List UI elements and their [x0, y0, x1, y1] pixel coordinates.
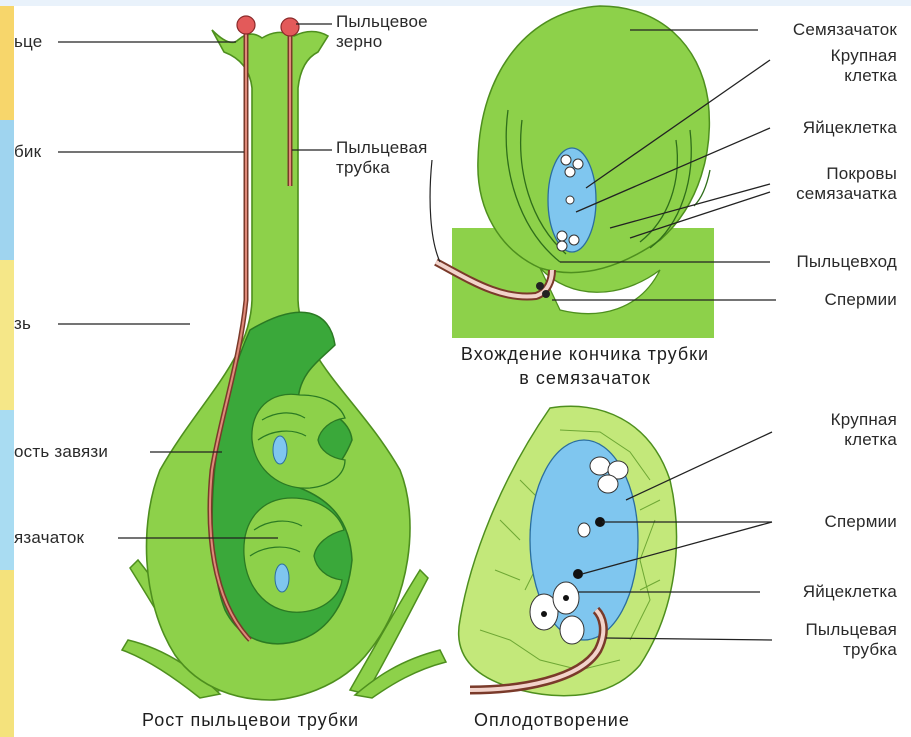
- label-micropyle: Пыльцевход: [796, 252, 897, 272]
- label-egg-cell-top: Яйцеклетка: [803, 118, 897, 138]
- label-large-cell-bottom: Крупная клетка: [831, 410, 897, 450]
- label-stigma-partial: ьце: [14, 32, 42, 52]
- embryo-sac-lower: [275, 564, 289, 592]
- label-pollen-tube: Пыльцевая трубка: [336, 138, 428, 178]
- label-sperm-bottom: Спермии: [825, 512, 897, 532]
- pistil-figure: [58, 16, 446, 700]
- caption-tube-entry: Вхождение кончика трубки в семязачаток: [420, 342, 750, 390]
- label-ovary-partial: зь: [14, 314, 31, 334]
- caption-pollen-tube-growth: Рост пыльцевои трубки: [142, 710, 359, 730]
- embryo-sac-upper: [273, 436, 287, 464]
- label-pollen-grain: Пыльцевое зерно: [336, 12, 428, 52]
- label-ovule-partial: язачаток: [14, 528, 84, 548]
- label-ovule: Семязачаток: [793, 20, 897, 40]
- label-sperm-top: Спермии: [825, 290, 897, 310]
- label-large-cell-top: Крупная клетка: [831, 46, 897, 86]
- label-egg-cell-bottom: Яйцеклетка: [803, 582, 897, 602]
- label-pollen-tube-bottom: Пыльцевая трубка: [805, 620, 897, 660]
- caption-fertilization: Оплодотворение: [474, 710, 630, 730]
- label-integuments: Покровы семязачатка: [796, 164, 897, 204]
- pollen-grain-2: [281, 18, 299, 36]
- label-style-partial: бик: [14, 142, 41, 162]
- ovule-figure: [430, 6, 776, 338]
- pollen-grain-1: [237, 16, 255, 34]
- label-ovary-cavity-partial: ость завязи: [14, 442, 108, 462]
- fertilization-figure: [459, 406, 772, 695]
